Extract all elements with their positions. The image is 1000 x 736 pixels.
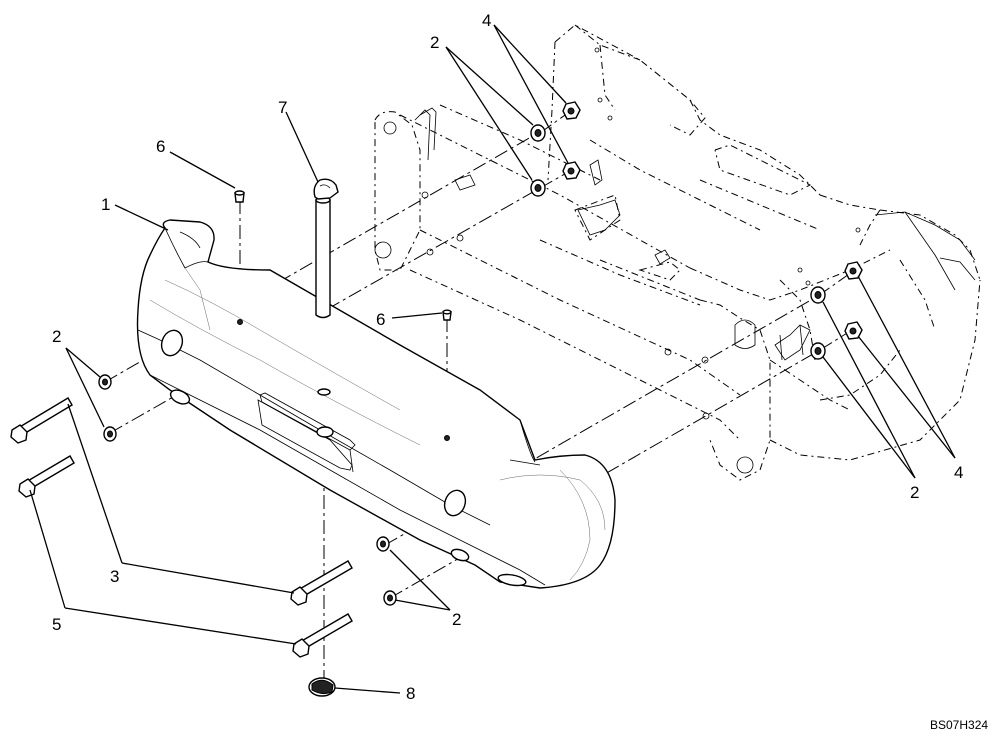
pin-part-7 [313,178,339,319]
plug-part-6-center [442,309,452,321]
callout-1: 1 [101,195,110,214]
callout-7: 7 [278,98,287,117]
frame-brackets [374,47,976,474]
callout-2-left: 2 [52,327,61,346]
clip-part-8 [308,677,336,697]
counterweight-part-1 [136,219,616,589]
bolts [10,397,353,658]
callout-5: 5 [52,615,61,634]
callout-6-left: 6 [156,137,165,156]
callout-4-right: 4 [954,463,963,482]
callout-labels: 1 6 7 6 2 4 2 3 5 2 8 2 4 [52,11,963,703]
callout-3: 3 [110,567,119,586]
leader-lines [29,24,956,694]
callout-2-right: 2 [910,483,919,502]
plug-part-6-left [234,190,245,203]
callout-2-bottom: 2 [452,610,461,629]
callout-2-top: 2 [430,33,439,52]
washers-and-nuts [98,101,863,606]
callout-4-top: 4 [482,11,491,30]
callout-6-center: 6 [376,310,385,329]
drawing-id: BS07H324 [930,718,988,732]
callout-8: 8 [406,684,415,703]
